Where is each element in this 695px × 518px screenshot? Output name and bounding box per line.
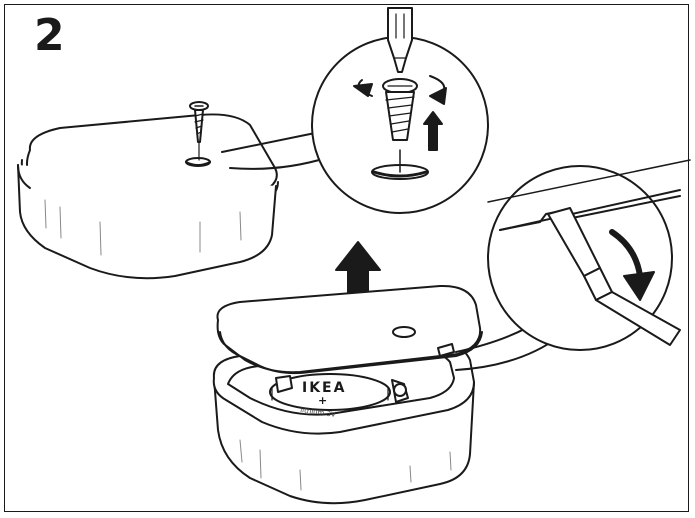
up-arrow-icon xyxy=(423,111,443,151)
lifted-lid xyxy=(216,284,483,375)
rotate-arrow-icon xyxy=(353,75,447,105)
screw-icon xyxy=(189,101,209,161)
closed-device-box xyxy=(17,113,279,280)
battery-brand-label: IKEA xyxy=(302,380,346,396)
screw-icon xyxy=(382,78,418,141)
step-number: 2 xyxy=(34,10,65,61)
down-arrow-icon xyxy=(609,229,655,301)
battery-plus-symbol: + xyxy=(318,394,327,407)
screwdriver-icon xyxy=(387,7,413,73)
zoom-circle-pry xyxy=(455,159,691,371)
flathead-screwdriver-icon xyxy=(547,207,681,346)
